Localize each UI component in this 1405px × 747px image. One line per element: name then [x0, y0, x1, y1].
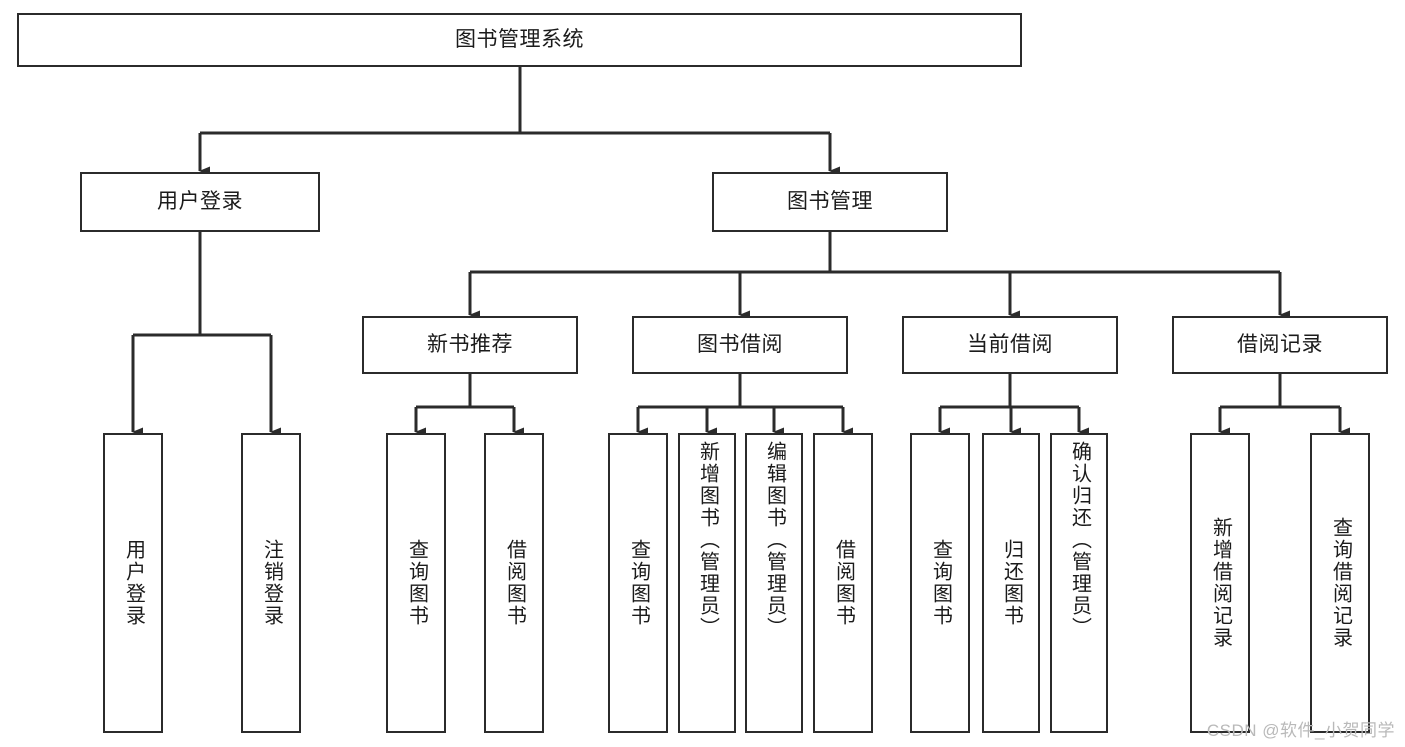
- leaf-node: 借阅图书: [484, 433, 544, 733]
- branch-node: 图书借阅: [632, 316, 848, 374]
- node-label: 查询图书: [405, 539, 428, 627]
- node-label: 编辑图书（管理员）: [763, 441, 786, 639]
- branch-node: 用户登录: [80, 172, 320, 232]
- leaf-node: 查询图书: [386, 433, 446, 733]
- node-label: 查询借阅记录: [1329, 517, 1352, 649]
- connector-paths: [131, 67, 1350, 437]
- node-label: 图书管理: [787, 190, 873, 214]
- node-label: 图书管理系统: [455, 28, 584, 52]
- leaf-node: 查询图书: [910, 433, 970, 733]
- node-label: 新增图书（管理员）: [696, 441, 719, 639]
- node-label: 用户登录: [157, 190, 243, 214]
- node-label: 查询图书: [627, 539, 650, 627]
- node-label: 借阅记录: [1237, 333, 1323, 357]
- leaf-node: 归还图书: [982, 433, 1040, 733]
- node-label: 当前借阅: [967, 333, 1053, 357]
- leaf-node: 新增借阅记录: [1190, 433, 1250, 733]
- branch-node: 当前借阅: [902, 316, 1118, 374]
- root-node: 图书管理系统: [17, 13, 1022, 67]
- node-label: 借阅图书: [832, 539, 855, 627]
- node-label: 新增借阅记录: [1209, 517, 1232, 649]
- node-label: 确认归还（管理员）: [1068, 441, 1091, 639]
- node-label: 查询图书: [929, 539, 952, 627]
- leaf-node: 查询借阅记录: [1310, 433, 1370, 733]
- node-label: 注销登录: [260, 539, 283, 627]
- node-label: 图书借阅: [697, 333, 783, 357]
- leaf-node: 新增图书（管理员）: [678, 433, 736, 733]
- branch-node: 新书推荐: [362, 316, 578, 374]
- leaf-node: 借阅图书: [813, 433, 873, 733]
- branch-node: 图书管理: [712, 172, 948, 232]
- leaf-node: 编辑图书（管理员）: [745, 433, 803, 733]
- leaf-node: 查询图书: [608, 433, 668, 733]
- node-label: 新书推荐: [427, 333, 513, 357]
- leaf-node: 确认归还（管理员）: [1050, 433, 1108, 733]
- branch-node: 借阅记录: [1172, 316, 1388, 374]
- node-label: 归还图书: [1000, 539, 1023, 627]
- leaf-node: 用户登录: [103, 433, 163, 733]
- leaf-node: 注销登录: [241, 433, 301, 733]
- node-label: 用户登录: [122, 539, 145, 627]
- node-label: 借阅图书: [503, 539, 526, 627]
